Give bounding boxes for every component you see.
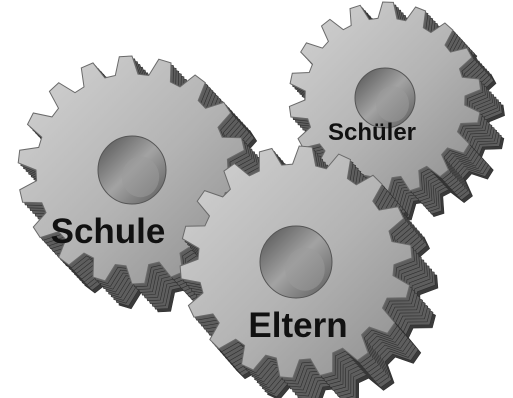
gear-label-schueler: Schüler xyxy=(328,119,416,146)
gear-eltern-body-hole-shine xyxy=(285,248,325,291)
gear-label-schule: Schule xyxy=(51,212,166,251)
gear-schueler-body-hole-shine xyxy=(376,86,409,122)
gear-label-eltern: Eltern xyxy=(248,306,347,345)
gear-schule-body-hole-shine xyxy=(122,156,159,197)
